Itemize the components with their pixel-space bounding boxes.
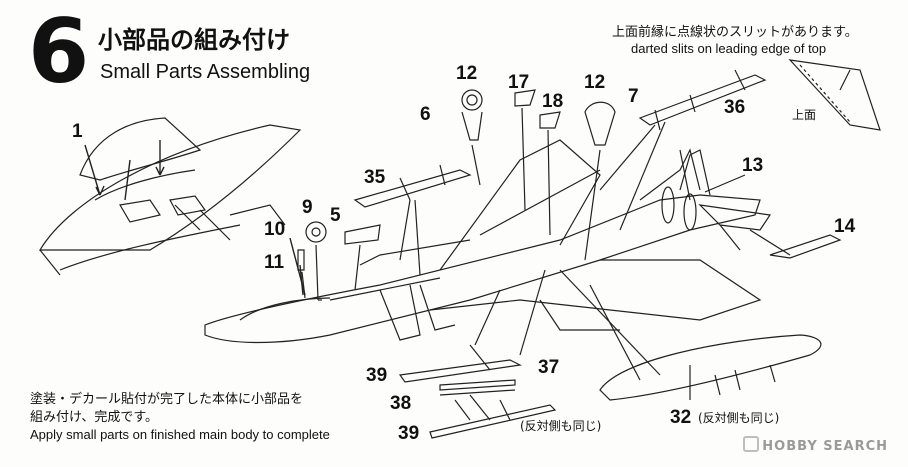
missile-35-drawing — [353, 164, 472, 276]
part-number-6: 6 — [420, 104, 431, 125]
slit-note-english: darted slits on leading edge of top — [631, 41, 827, 56]
part-number-9: 9 — [302, 197, 313, 218]
arrow-lines — [84, 140, 306, 296]
part-number-32: 32 — [670, 407, 692, 428]
watermark: HOBBY SEARCH — [743, 436, 888, 454]
part-number-36: 36 — [724, 97, 746, 118]
footer-japanese-line-2: 組み付け、完成です。 — [30, 409, 159, 424]
part-number-35: 35 — [364, 167, 386, 188]
part-number-18: 18 — [542, 91, 564, 112]
small-parts-drawing — [297, 89, 616, 301]
tail-parts-drawing — [679, 149, 842, 259]
step-title-japanese: 小部品の組み付け — [98, 26, 290, 54]
step-title-english: Small Parts Assembling — [100, 61, 311, 83]
missile-rack-drawing — [398, 269, 557, 439]
aircraft-drawing — [204, 139, 772, 344]
part-number-1: 1 — [72, 121, 83, 142]
part-number-12b: 12 — [584, 72, 606, 93]
part-number-39b: 39 — [398, 423, 420, 444]
part-number-17: 17 — [508, 72, 530, 93]
slit-note-japanese: 上面前縁に点線状のスリットがあります。 — [612, 24, 858, 39]
opposite-side-note-32: (反対側も同じ) — [698, 411, 780, 425]
part-number-5: 5 — [330, 205, 341, 226]
part-number-39a: 39 — [366, 365, 388, 386]
part-number-7: 7 — [628, 86, 639, 107]
part-number-10: 10 — [264, 219, 286, 240]
top-surface-label: 上面 — [792, 108, 817, 122]
leading-edge-detail-drawing — [788, 59, 881, 131]
watermark-brand: HOBBY SEARCH — [762, 439, 888, 454]
footer-japanese-line-1: 塗装・デカール貼付が完了した本体に小部品を — [30, 391, 304, 406]
part-number-38: 38 — [390, 393, 412, 414]
part-number-13: 13 — [742, 155, 764, 176]
missile-36-drawing — [599, 69, 767, 231]
footer-english: Apply small parts on finished main body … — [30, 427, 330, 442]
part-number-12a: 12 — [456, 63, 478, 84]
cockpit-detail-drawing — [38, 117, 302, 276]
drop-tank-32-drawing — [559, 269, 822, 401]
opposite-side-note: (反対側も同じ) — [520, 419, 602, 433]
part-number-11: 11 — [264, 252, 285, 273]
watermark-logo-icon — [743, 436, 760, 452]
part-number-37: 37 — [538, 357, 560, 378]
part-number-14: 14 — [834, 216, 856, 237]
step-number: 6 — [28, 0, 90, 103]
